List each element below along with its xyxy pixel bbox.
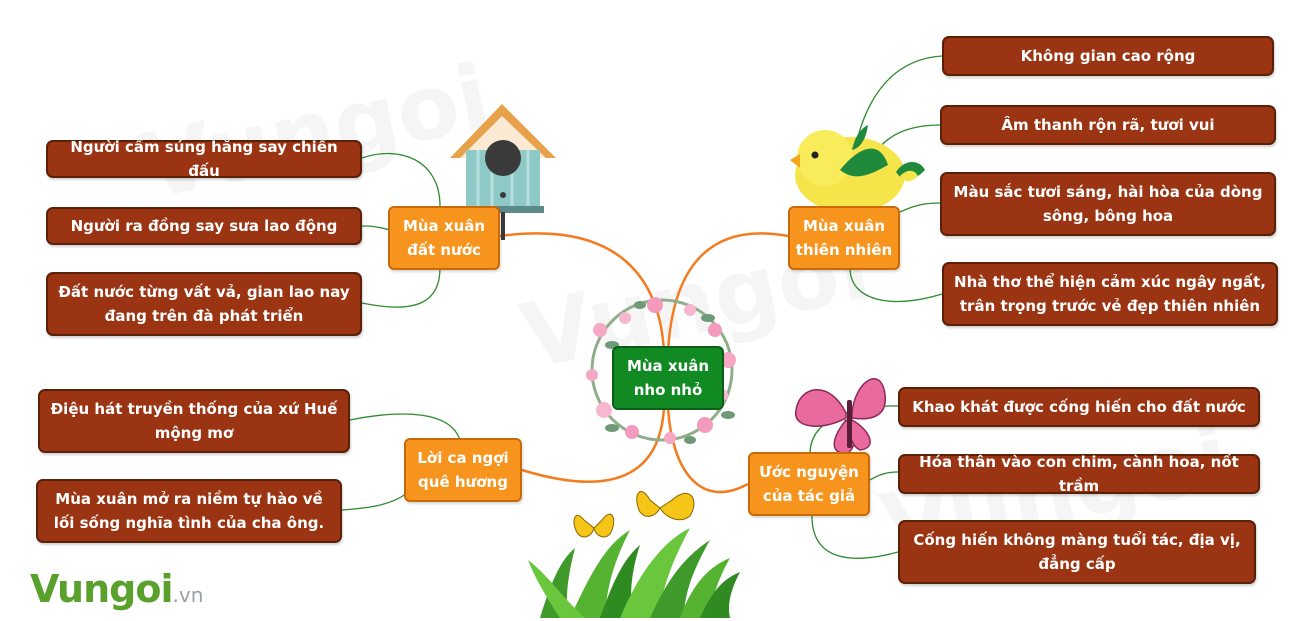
connector-central-to-branch-3: [521, 407, 666, 483]
leaf-node: Người ra đồng say sưa lao động: [46, 207, 362, 245]
leaf-node: Đất nước từng vất vả, gian lao nay đang …: [46, 272, 362, 336]
connector-leaf: [361, 267, 441, 308]
connector-leaf: [811, 515, 899, 559]
branch-mua-xuan-thien-nhien: Mùa xuân thiên nhiên: [788, 206, 900, 270]
connector-central-to-branch-2: [666, 232, 789, 353]
leaf-node: Mùa xuân mở ra niềm tự hào về lối sống n…: [36, 479, 342, 543]
leaf-node: Điệu hát truyền thống của xứ Huế mộng mơ: [38, 389, 350, 453]
leaf-node: Khao khát được cống hiến cho đất nước: [898, 387, 1260, 427]
connector-leaf: [361, 225, 391, 231]
logo-main-text: Vungoi: [30, 567, 173, 611]
branch-uoc-nguyen-tac-gia: Ước nguyện của tác giả: [748, 452, 870, 516]
connector-central-to-branch-1: [499, 232, 666, 353]
connector-leaf: [341, 493, 407, 511]
leaf-node: Màu sắc tươi sáng, hài hòa của dòng sông…: [940, 172, 1276, 236]
central-topic: Mùa xuân nho nhỏ: [612, 346, 724, 410]
leaf-node: Hóa thân vào con chim, cành hoa, nốt trầ…: [898, 453, 1260, 495]
leaf-node: Không gian cao rộng: [942, 36, 1274, 76]
leaf-node: Cống hiến không màng tuổi tác, địa vị, đ…: [898, 520, 1256, 584]
logo-suffix-text: .vn: [172, 583, 204, 607]
connector-leaf: [361, 152, 441, 207]
pink-butterfly-icon: [795, 378, 886, 454]
connector-leaf: [899, 202, 941, 213]
yellow-bird-icon: [790, 125, 925, 213]
leaf-node: Nhà thơ thể hiện cảm xúc ngây ngất, trân…: [942, 262, 1278, 326]
connector-leaf: [849, 267, 943, 303]
grass-butterflies-icon: [528, 491, 740, 618]
leaf-node: Người cầm súng hăng say chiến đấu: [46, 138, 362, 180]
connector-central-to-branch-4: [666, 407, 749, 494]
branch-mua-xuan-dat-nuoc: Mùa xuân đất nước: [388, 206, 500, 270]
branch-loi-ca-ngoi-que-huong: Lời ca ngợi quê hương: [404, 438, 522, 502]
leaf-node: Âm thanh rộn rã, tươi vui: [940, 105, 1276, 145]
vungoi-logo: Vungoi.vn: [30, 567, 203, 611]
connector-leaf: [869, 471, 899, 481]
connector-leaf: [349, 413, 461, 441]
birdhouse-icon: [450, 104, 556, 240]
